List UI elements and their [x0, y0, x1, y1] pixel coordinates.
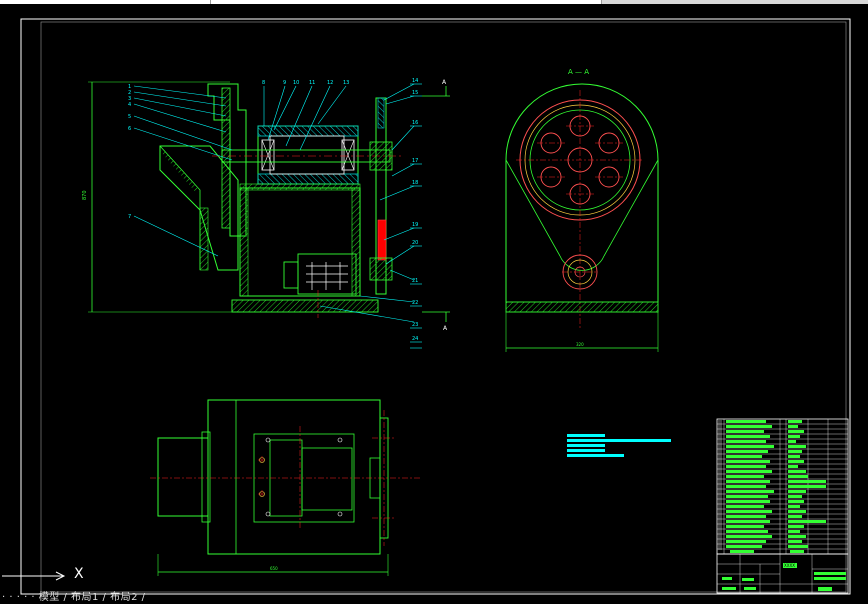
balloon-label: 23 [412, 322, 418, 328]
svg-text:870: 870 [82, 190, 88, 200]
balloon-label: 24 [412, 336, 418, 342]
balloon-label: 5 [128, 114, 131, 120]
section-title: A — A [568, 68, 589, 76]
layout-tabs-status[interactable]: · · · · · 模型 / 布局1 / 布局2 / [2, 592, 146, 603]
section-mark: A [443, 325, 448, 332]
balloon-label: 6 [128, 126, 131, 132]
top-view: 650 [150, 399, 420, 576]
front-view: 870 [82, 78, 450, 349]
section-mark: A [442, 79, 447, 86]
section-a-a-view: A — A 320 [505, 68, 659, 352]
balloon-label: 12 [327, 80, 333, 86]
sheet-inner-border [40, 21, 847, 593]
title-block: XXXX [716, 418, 849, 594]
sheet-border [20, 18, 851, 595]
balloon-label: 17 [412, 158, 418, 164]
balloon-label: 13 [343, 80, 349, 86]
svg-text:650: 650 [270, 566, 278, 571]
balloon-label: 21 [412, 278, 418, 284]
ucs-axis-icon [2, 571, 66, 581]
balloon-label: 18 [412, 180, 418, 186]
balloon-label: 14 [412, 78, 418, 84]
balloon-label: 2 [128, 90, 131, 96]
balloon-label: 8 [262, 80, 265, 86]
window-top-strip [0, 0, 868, 4]
balloon-label: 1 [128, 84, 131, 90]
svg-text:320: 320 [576, 342, 584, 347]
balloon-label: 19 [412, 222, 418, 228]
balloon-label: 22 [412, 300, 418, 306]
technical-notes [567, 434, 671, 457]
balloon-label: 9 [283, 80, 286, 86]
drawing-canvas[interactable]: 870 [0, 4, 868, 600]
balloon-label: 10 [293, 80, 299, 86]
tab-strip-segment[interactable] [0, 0, 211, 4]
balloon-label: 4 [128, 102, 131, 108]
drawing-name: XXXX [784, 563, 795, 568]
cad-drawing: 870 [2, 18, 851, 595]
balloon-label: 15 [412, 90, 418, 96]
tab-strip-segment[interactable] [211, 0, 602, 4]
balloon-label: 16 [412, 120, 418, 126]
balloon-label: 11 [309, 80, 315, 86]
balloon-label: 20 [412, 240, 418, 246]
balloon-label: 3 [128, 96, 131, 102]
ucs-x-label: X [74, 566, 84, 582]
balloon-label: 7 [128, 214, 131, 220]
